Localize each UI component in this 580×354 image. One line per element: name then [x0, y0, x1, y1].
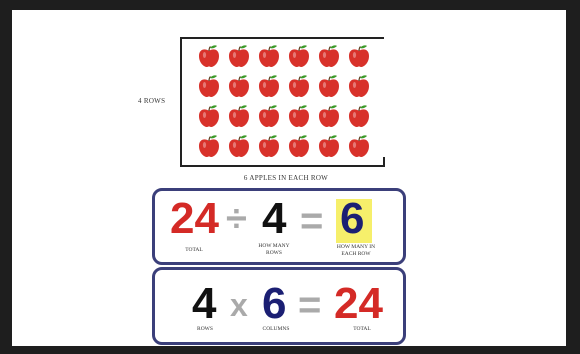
apple-icon: [194, 41, 224, 71]
apple-icon: [344, 71, 374, 101]
division-rows: 4: [262, 197, 286, 241]
divide-sign: ÷: [226, 200, 247, 238]
multiplication-total-label: TOTAL: [342, 326, 382, 333]
apple-icon: [224, 101, 254, 131]
division-total: 24: [170, 197, 219, 241]
multiplication-total: 24: [334, 282, 383, 326]
apple-icon: [254, 131, 284, 161]
apple-icon: [194, 71, 224, 101]
columns-label: 6 APPLES IN EACH ROW: [226, 174, 346, 182]
apple-icon: [314, 101, 344, 131]
multiplication-columns: 6: [262, 282, 286, 326]
apple-icon: [344, 41, 374, 71]
rows-label: 4 ROWS: [138, 97, 165, 105]
apple-icon: [254, 41, 284, 71]
apple-icon: [224, 71, 254, 101]
apple-icon: [314, 131, 344, 161]
apple-icon: [254, 71, 284, 101]
apple-icon: [224, 41, 254, 71]
multiplication-columns-label: COLUMNS: [258, 326, 294, 333]
multiplication-equals-sign: =: [298, 285, 321, 325]
division-answer-label: HOW MANY IN EACH ROW: [332, 244, 380, 257]
apple-icon: [254, 101, 284, 131]
apple-icon: [314, 41, 344, 71]
apple-icon: [224, 131, 254, 161]
apple-icon: [194, 131, 224, 161]
division-equals-sign: =: [300, 201, 323, 241]
division-answer: 6: [340, 197, 364, 241]
division-rows-label: HOW MANY ROWS: [254, 243, 294, 256]
apple-icon: [194, 101, 224, 131]
apple-icon: [344, 101, 374, 131]
times-sign: x: [230, 289, 248, 321]
apple-icon: [284, 101, 314, 131]
apple-icon: [284, 71, 314, 101]
apple-array: [194, 41, 374, 161]
multiplication-rows: 4: [192, 282, 216, 326]
division-total-label: TOTAL: [172, 247, 216, 254]
apple-icon: [314, 71, 344, 101]
apple-icon: [344, 131, 374, 161]
apple-icon: [284, 131, 314, 161]
multiplication-rows-label: ROWS: [190, 326, 220, 333]
apple-icon: [284, 41, 314, 71]
